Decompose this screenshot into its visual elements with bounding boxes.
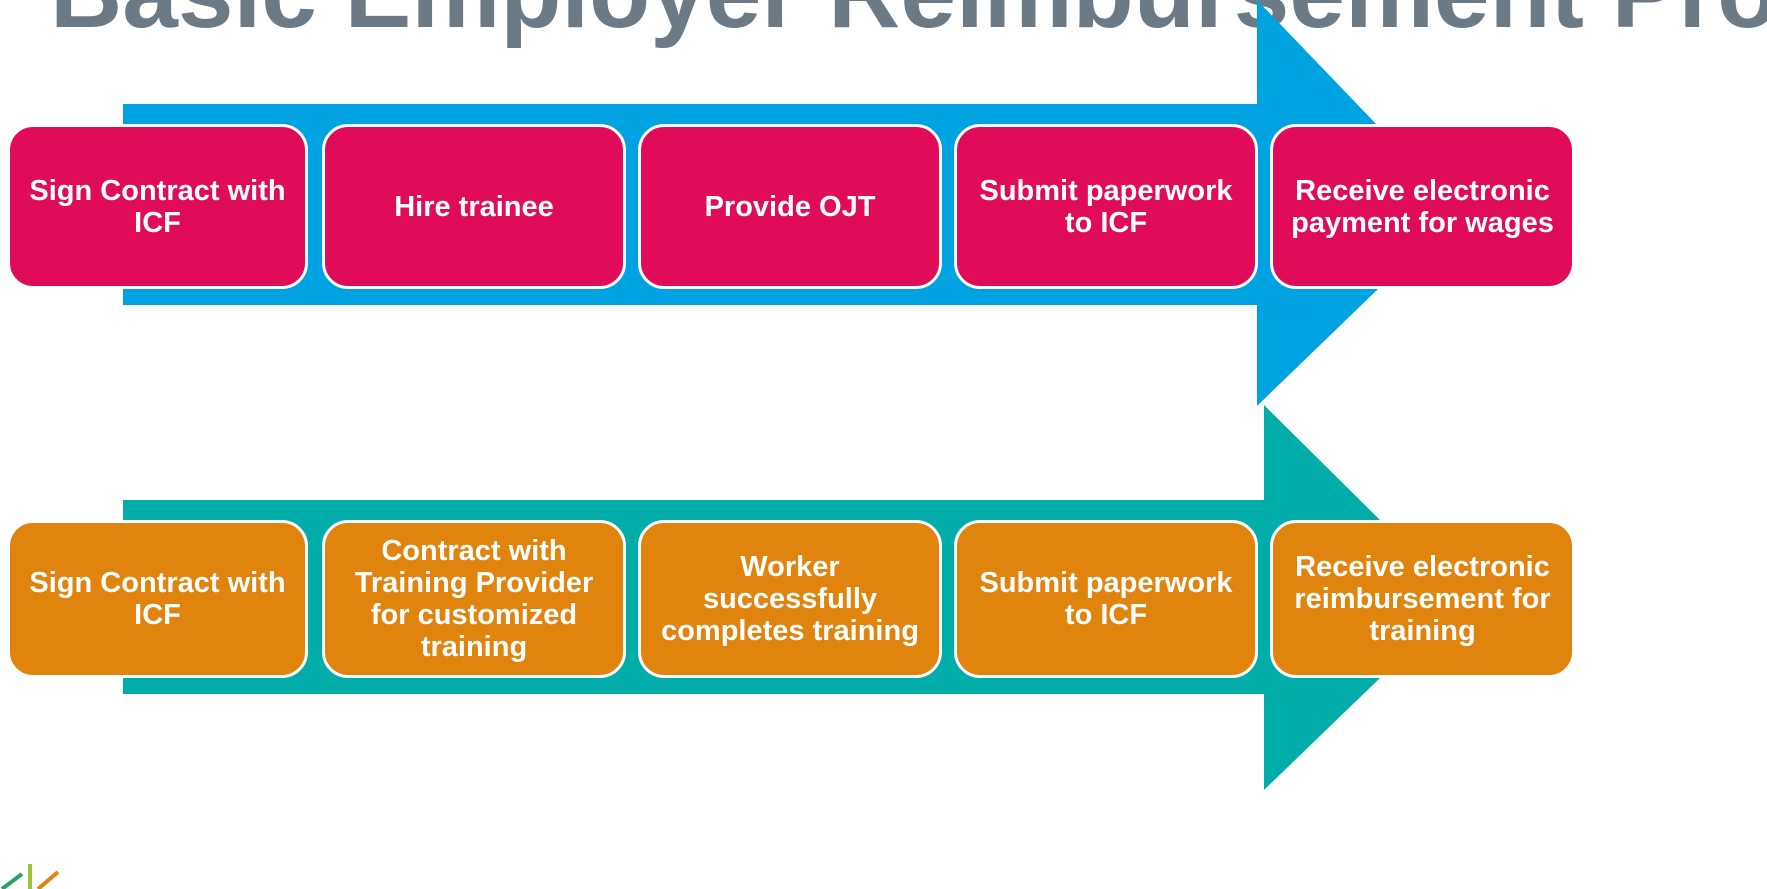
step-box-receive-payment: Receive electronic payment for wages [1270, 124, 1575, 289]
step-label: Sign Contract with ICF [29, 567, 286, 631]
leaf-logo-icon [0, 864, 60, 889]
step-label: Hire trainee [394, 190, 554, 223]
step-label: Sign Contract with ICF [29, 174, 286, 239]
step-label: Receive electronic reimbursement for tra… [1294, 551, 1551, 647]
step-box-contract-training-provider: Contract with Training Provider for cust… [322, 520, 626, 678]
step-box-worker-completes-training: Worker successfully completes training [638, 520, 942, 678]
step-label: Contract with Training Provider for cust… [354, 535, 594, 663]
step-label: Receive electronic payment for wages [1291, 174, 1554, 239]
step-box-sign-contract: Sign Contract with ICF [7, 124, 308, 289]
step-box-submit-paperwork: Submit paperwork to ICF [954, 520, 1258, 678]
step-label: Worker successfully completes training [661, 551, 919, 647]
step-box-receive-reimbursement: Receive electronic reimbursement for tra… [1270, 520, 1575, 678]
page-title: Basic Employer Reimbursement Process [50, 0, 1767, 48]
step-label: Submit paperwork to ICF [979, 567, 1233, 631]
step-box-submit-paperwork: Submit paperwork to ICF [954, 124, 1258, 289]
step-label: Provide OJT [704, 190, 876, 223]
step-box-sign-contract: Sign Contract with ICF [7, 520, 308, 678]
step-label: Submit paperwork to ICF [979, 174, 1233, 239]
step-box-hire-trainee: Hire trainee [322, 124, 626, 289]
step-box-provide-ojt: Provide OJT [638, 124, 942, 289]
